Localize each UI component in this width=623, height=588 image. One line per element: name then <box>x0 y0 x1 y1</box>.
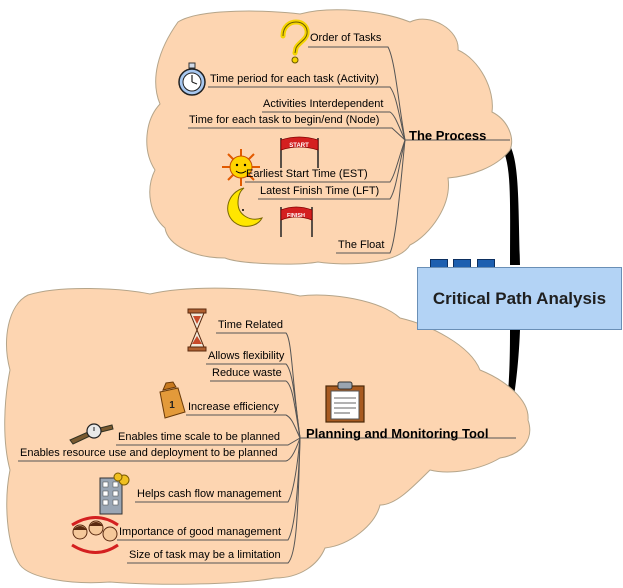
sun-icon <box>222 149 260 186</box>
process-item-time-period[interactable]: Time period for each task (Activity) <box>210 73 379 85</box>
planning-branch-lines <box>18 332 516 564</box>
connector-planning <box>500 330 520 438</box>
planning-item-good-management[interactable]: Importance of good management <box>119 526 282 538</box>
moon-icon <box>227 187 263 227</box>
wristwatch-icon <box>69 423 114 445</box>
planning-item-reduce-waste[interactable]: Reduce waste <box>212 367 282 379</box>
process-item-latest-finish[interactable]: Latest Finish Time (LFT) <box>260 185 380 197</box>
planning-branch-title[interactable]: Planning and Monitoring Tool <box>306 426 489 441</box>
planning-item-increase-efficiency[interactable]: Increase efficiency <box>188 401 279 413</box>
stopwatch-icon <box>178 62 206 96</box>
planning-item-enables-time-scale[interactable]: Enables time scale to be planned <box>118 431 281 443</box>
finish-banner-icon: FINISH <box>280 206 313 237</box>
planning-item-enables-resource-use[interactable]: Enables resource use and deployment to b… <box>20 447 278 459</box>
central-topic-title: Critical Path Analysis <box>432 288 607 308</box>
process-branch-lines <box>188 46 510 254</box>
process-item-earliest-start[interactable]: Earliest Start Time (EST) <box>246 168 368 180</box>
process-item-order-of-tasks[interactable]: Order of Tasks <box>310 32 382 44</box>
start-banner-text: START <box>289 143 309 149</box>
priority-bag-text: 1 <box>169 400 175 411</box>
team-people-icon <box>71 516 119 554</box>
question-mark-icon <box>280 19 310 64</box>
process-branch-title[interactable]: The Process <box>409 128 487 143</box>
clipboard-icon <box>325 381 365 423</box>
planning-item-size-limitation[interactable]: Size of task may be a limitation <box>129 549 281 561</box>
process-item-activities-interdependent[interactable]: Activities Interdependent <box>263 98 384 110</box>
planning-item-allows-flexibility[interactable]: Allows flexibility <box>208 350 285 362</box>
start-banner-icon: START <box>280 136 319 168</box>
process-item-the-float[interactable]: The Float <box>338 239 385 251</box>
hourglass-icon <box>187 308 207 352</box>
office-building-icon <box>99 472 130 515</box>
planning-item-time-related[interactable]: Time Related <box>218 319 284 331</box>
planning-item-cash-flow[interactable]: Helps cash flow management <box>137 488 282 500</box>
connector-process <box>500 140 520 265</box>
central-topic-box[interactable]: Critical Path Analysis <box>417 267 622 330</box>
process-item-time-begin-end[interactable]: Time for each task to begin/end (Node) <box>189 114 380 126</box>
priority-bag-icon: 1 <box>159 381 186 419</box>
planning-cloud <box>4 287 531 585</box>
finish-banner-text: FINISH <box>287 213 305 219</box>
